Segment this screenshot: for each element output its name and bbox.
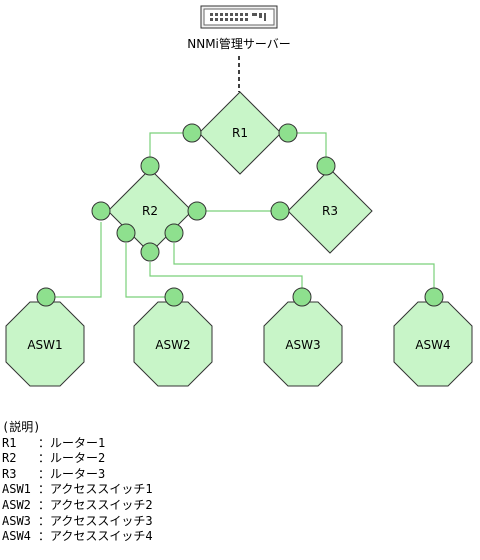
switch-asw1-label: ASW1 [27,338,62,352]
port-asw2 [164,287,184,307]
legend-item: ASW2 ：アクセススイッチ2 [2,498,153,514]
legend-code: ASW3 [2,513,31,528]
router-r2-label: R2 [142,204,158,218]
legend-code: ASW2 [2,497,31,512]
router-r1[interactable]: R1 [198,91,282,175]
legend-code: ASW1 [2,482,31,497]
link-r1-r3 [288,132,327,166]
legend-desc: アクセススイッチ3 [50,513,153,528]
legend: (説明) R1：ルーター1 R2：ルーター2 R3：ルーター3 ASW1：アクセ… [2,420,153,545]
port-asw3 [292,287,312,307]
switch-asw3[interactable]: ASW3 [263,301,343,387]
port-r3-top [316,156,336,176]
legend-code: R2 [2,451,17,466]
legend-sep: ： [38,482,51,497]
legend-item: ASW4 ：アクセススイッチ4 [2,529,153,545]
legend-desc: ルーター2 [50,451,106,466]
legend-title: (説明) [2,420,41,434]
switch-asw1[interactable]: ASW1 [5,301,85,387]
legend-desc: ルーター1 [50,435,106,450]
port-r3-left [270,201,290,221]
legend-item: ASW3 ：アクセススイッチ3 [2,514,153,530]
switch-asw4-label: ASW4 [415,338,450,352]
router-r3-label: R3 [322,204,338,218]
network-diagram: NNMi管理サーバー R1 R2 R3 ASW1 ASW2 ASW3 ASW [5,5,473,387]
legend-sep: ： [38,497,51,512]
port-r2-right [187,201,207,221]
port-r2-left [91,201,111,221]
port-r2-bottom [140,242,160,262]
legend-sep: ： [38,466,51,481]
legend-desc: アクセススイッチ1 [50,482,153,497]
port-asw1 [36,287,56,307]
switch-asw3-label: ASW3 [285,338,320,352]
legend-item: R1 ：ルーター1 [2,436,153,452]
link-r1-r2 [149,132,192,166]
legend-sep: ： [38,435,51,450]
router-r3[interactable]: R3 [287,168,373,254]
port-r2-top [140,156,160,176]
legend-item: R2 ：ルーター2 [2,451,153,467]
legend-code: R3 [2,466,17,481]
switch-asw2-label: ASW2 [155,338,190,352]
link-r2-asw3 [149,262,303,297]
ports [36,123,444,307]
legend-desc: アクセススイッチ4 [50,529,153,544]
legend-item: R3 ：ルーター3 [2,467,153,483]
legend-item: ASW1 ：アクセススイッチ1 [2,482,153,498]
legend-code: ASW4 [2,529,31,544]
server-label: NNMi管理サーバー [187,36,291,51]
switch-asw2[interactable]: ASW2 [133,301,213,387]
legend-code: R1 [2,435,17,450]
port-r1-left [182,123,202,143]
legend-sep: ： [38,451,51,466]
port-r1-right [278,123,298,143]
port-r2-lower-right [164,223,184,243]
legend-desc: アクセススイッチ2 [50,497,153,512]
router-r1-label: R1 [232,126,248,140]
switch-asw4[interactable]: ASW4 [393,301,473,387]
port-r2-lower-left [116,223,136,243]
legend-desc: ルーター3 [50,466,106,481]
links [46,132,435,298]
link-r2-asw4 [173,243,435,297]
port-asw4 [424,287,444,307]
link-r2-asw1 [46,222,102,298]
legend-sep: ： [38,513,51,528]
server-icon[interactable] [200,5,278,29]
link-r2-asw2 [125,243,174,298]
legend-sep: ： [38,529,51,544]
